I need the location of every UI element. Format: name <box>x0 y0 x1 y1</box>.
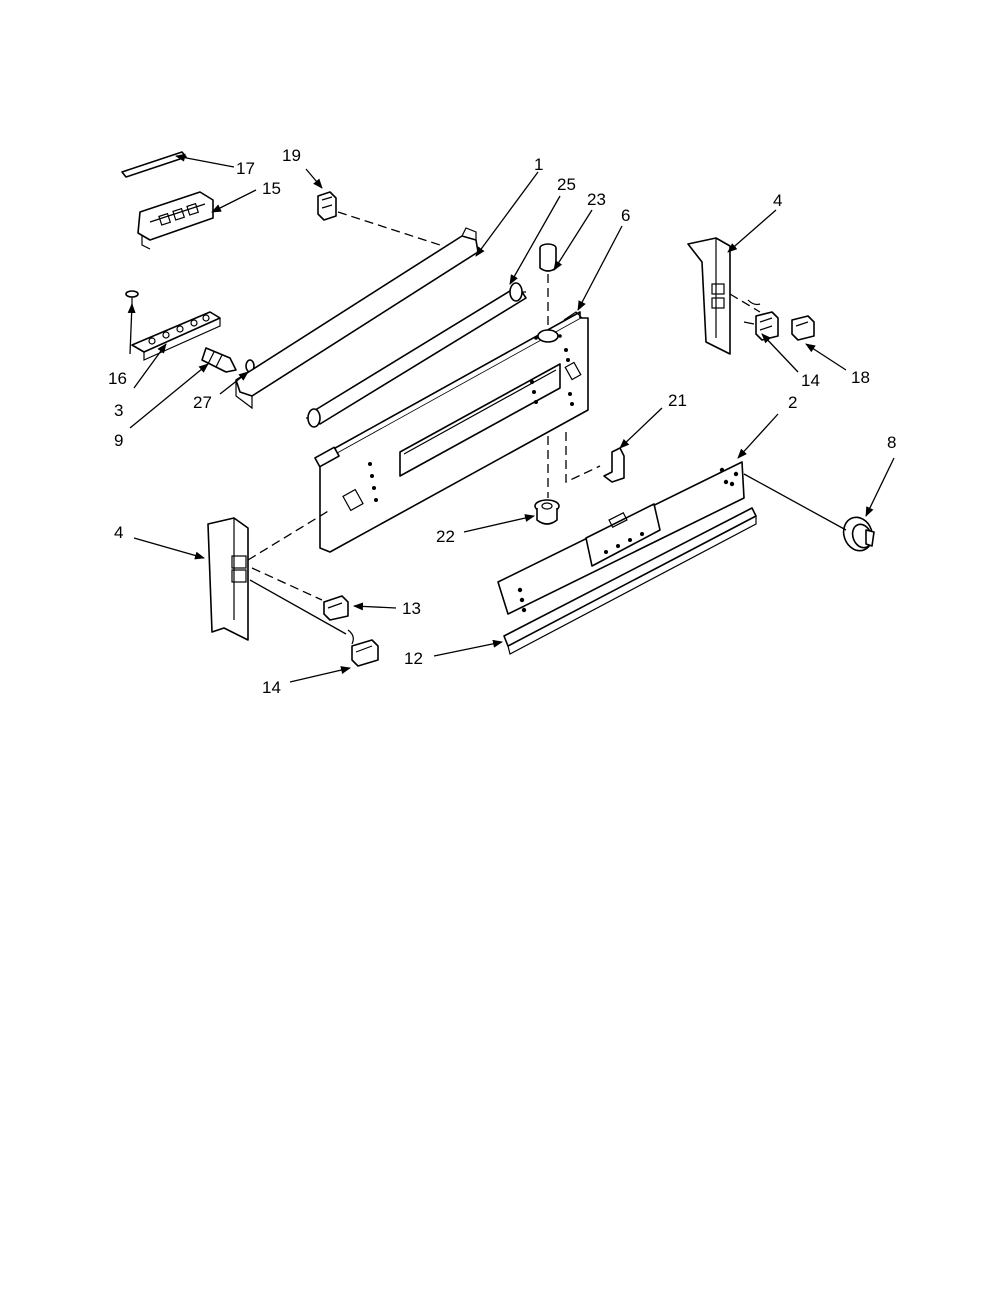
part-21-clip <box>603 447 625 483</box>
callout-6: 6 <box>621 206 630 225</box>
callout-14-right: 14 <box>801 371 820 390</box>
part-2-front-panel <box>497 461 745 615</box>
callout-2: 2 <box>788 393 797 412</box>
callout-4-top: 4 <box>773 191 782 210</box>
callout-9: 9 <box>114 431 123 450</box>
assembly-line-panel-to-endcap <box>247 509 331 561</box>
part-25-fluorescent-tube <box>306 282 527 428</box>
callout-27: 27 <box>193 393 212 412</box>
part-9-lamp-socket <box>201 347 237 373</box>
part-4-end-cap-left <box>207 517 249 641</box>
part-15-control-board <box>137 191 214 250</box>
callout-17: 17 <box>236 159 255 178</box>
callout-21: 21 <box>668 391 687 410</box>
callout-16: 16 <box>108 369 127 388</box>
callout-labels: 17 19 15 1 25 23 6 4 16 3 27 9 21 2 8 14… <box>108 146 896 697</box>
part-17-trim-strip <box>121 151 187 178</box>
part-4-end-cap-right <box>687 237 731 355</box>
assembly-line-21 <box>565 432 601 484</box>
part-22-knob-hub <box>534 499 560 525</box>
callout-18: 18 <box>851 368 870 387</box>
part-23-starter <box>539 243 557 272</box>
callout-4-left: 4 <box>114 523 123 542</box>
callout-19: 19 <box>282 146 301 165</box>
part-18-switch <box>791 315 815 341</box>
part-14-switch-right <box>743 299 779 341</box>
callout-1: 1 <box>534 155 543 174</box>
callout-23: 23 <box>587 190 606 209</box>
part-14-switch-left <box>347 629 379 667</box>
leader-lines <box>127 153 895 683</box>
assembly-line-4-right <box>729 293 761 313</box>
callout-22: 22 <box>436 527 455 546</box>
part-19-switch <box>317 191 337 221</box>
part-8-knob <box>842 516 875 552</box>
callout-12: 12 <box>404 649 423 668</box>
callout-25: 25 <box>557 175 576 194</box>
part-13-switch <box>323 595 349 621</box>
callout-15: 15 <box>262 179 281 198</box>
assembly-line-19 <box>337 211 441 246</box>
assembly-line-14-left <box>249 579 347 635</box>
assembly-line-13 <box>251 567 323 601</box>
assembly-line-8 <box>743 473 847 531</box>
callout-8: 8 <box>887 433 896 452</box>
main-control-panel <box>314 311 589 553</box>
callout-3: 3 <box>114 401 123 420</box>
callout-14-left: 14 <box>262 678 281 697</box>
part-3-button-bracket <box>131 311 221 361</box>
part-12-lower-trim <box>503 507 757 655</box>
part-1-trim-bar <box>235 227 479 410</box>
callout-13: 13 <box>402 599 421 618</box>
